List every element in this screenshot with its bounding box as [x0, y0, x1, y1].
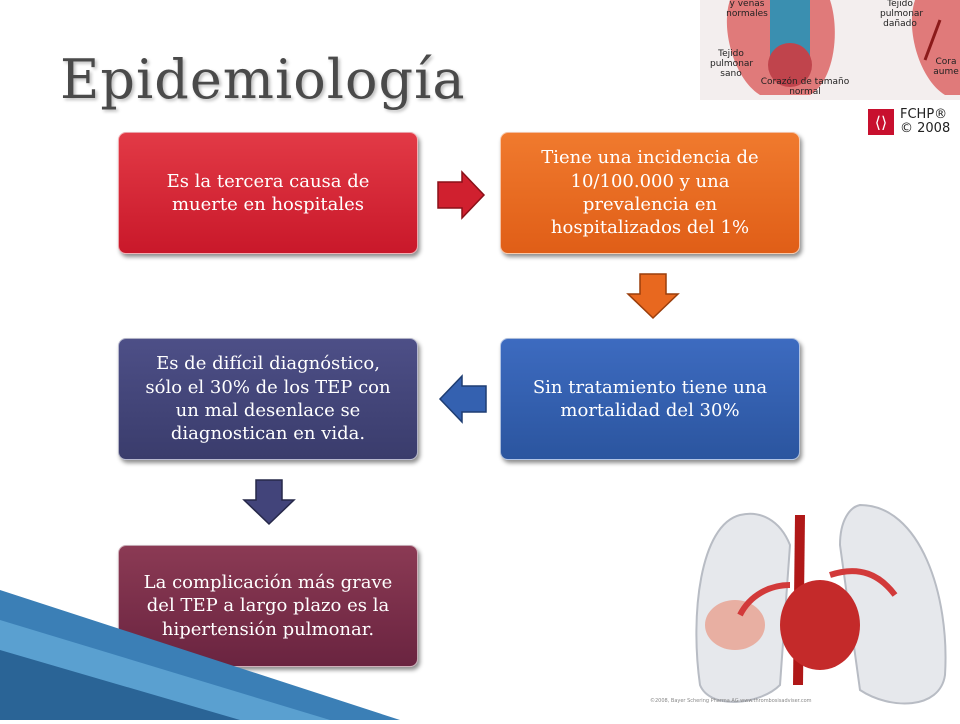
fchp-logo-icon: ⟨⟩: [868, 109, 894, 136]
arrow-down-icon: [242, 479, 296, 526]
decorative-stripe: [0, 590, 400, 720]
arrow-left-icon: [438, 374, 487, 424]
box-tercera-causa: Es la tercera causa de muerte en hospita…: [118, 132, 418, 254]
box-incidencia: Tiene una incidencia de 10/100.000 y una…: [500, 132, 800, 254]
slide-title: Epidemiología: [60, 48, 466, 111]
image-credit: ©2008, Bayer Schering Pharma AG www.thro…: [650, 698, 812, 704]
label-normal-heart: Corazón de tamaño normal: [760, 77, 850, 97]
label-enlarged-heart: Cora aume: [933, 57, 959, 77]
box-mortalidad: Sin tratamiento tiene una mortalidad del…: [500, 338, 800, 460]
logo-year: © 2008: [900, 121, 951, 137]
arrow-right-icon: [437, 170, 486, 220]
fchp-logo: ⟨⟩ FCHP® © 2008: [868, 107, 951, 137]
label-damaged-tissue: Tejido pulmonar dañado: [880, 0, 924, 29]
lung-comparison-image: y venas normales Tejido pulmonar sano Co…: [700, 0, 960, 100]
logo-name: FCHP®: [900, 107, 948, 122]
label-healthy-tissue: Tejido pulmonar sano: [710, 49, 754, 79]
box-diagnostico: Es de difícil diagnóstico, sólo el 30% d…: [118, 338, 418, 460]
label-normal-vessels: y venas normales: [726, 0, 768, 19]
arrow-down-icon: [626, 273, 680, 320]
heart-lungs-image: [680, 485, 960, 720]
